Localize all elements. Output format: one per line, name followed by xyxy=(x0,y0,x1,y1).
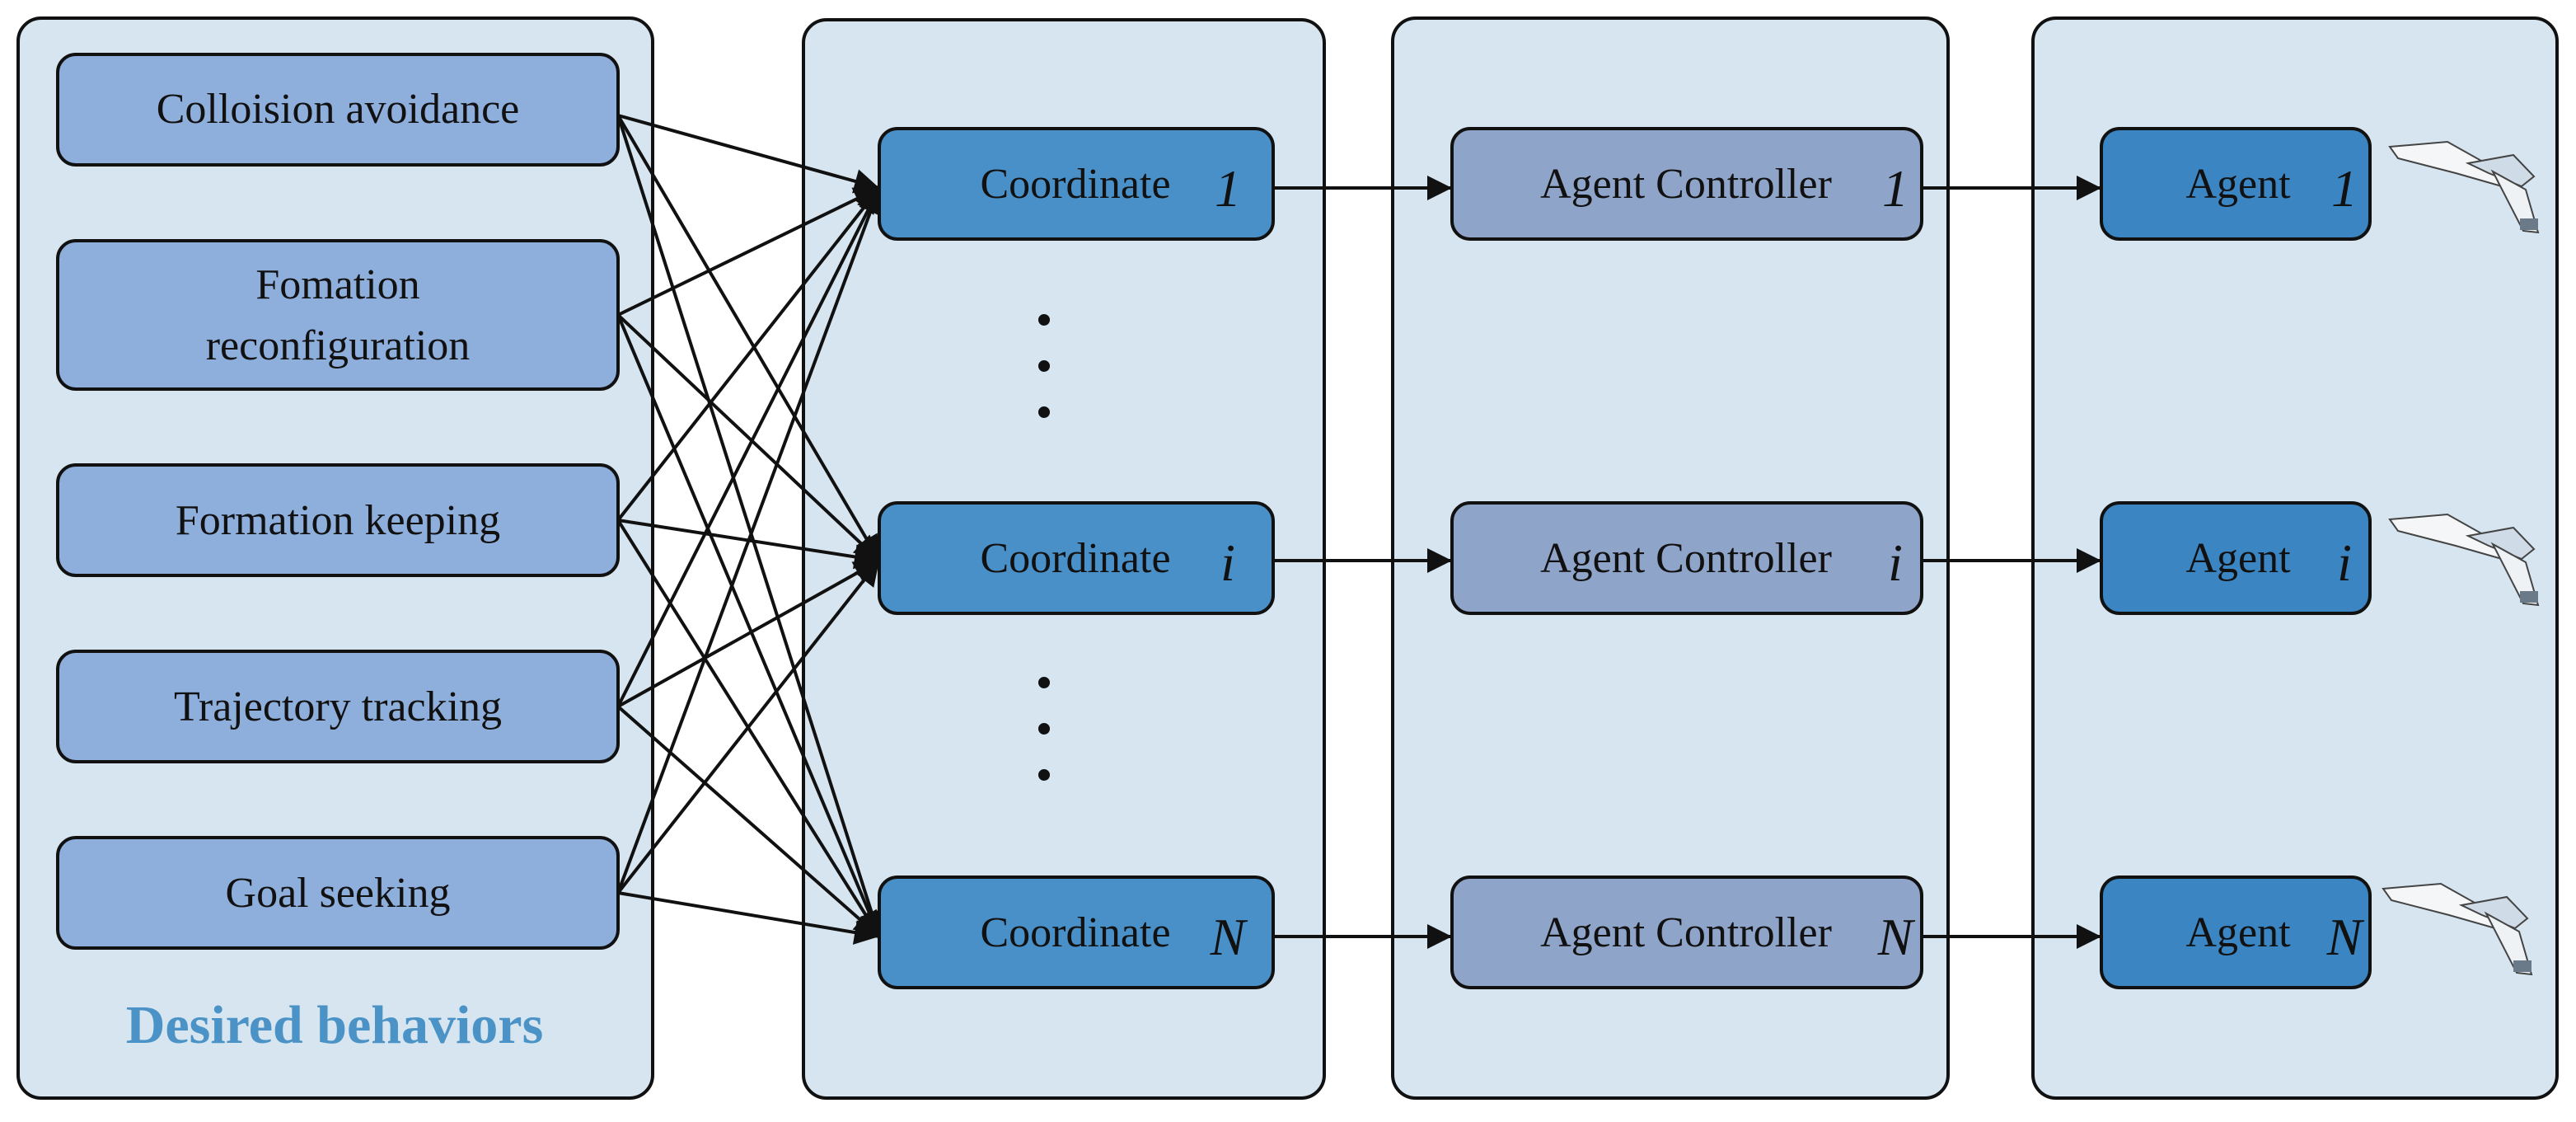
controller-index: 1 xyxy=(1882,159,1909,218)
behavior-label: Goal seeking xyxy=(226,870,451,917)
connection-behavior-4-to-coordinate-2 xyxy=(617,891,880,945)
behavior-trajectory-tracking: Trajectory tracking xyxy=(56,650,620,763)
agent-1: Agent 1 xyxy=(2100,127,2372,241)
coordinate-label: Coordinate xyxy=(980,535,1170,582)
behavior-label: Trajectory tracking xyxy=(174,683,502,730)
behavior-goal-seeking: Goal seeking xyxy=(56,836,620,950)
controller-label: Agent Controller xyxy=(1540,161,1832,208)
connection-behavior-0-to-coordinate-0 xyxy=(617,114,880,194)
connection-behavior-1-to-coordinate-0 xyxy=(617,186,880,317)
connection-behavior-1-to-coordinate-1 xyxy=(616,313,881,562)
coordinate-n: Coordinate N xyxy=(878,876,1275,989)
agent-index: i xyxy=(2337,533,2352,592)
agent-index: N xyxy=(2326,908,2365,966)
connection-behavior-0-to-coordinate-2 xyxy=(616,115,884,937)
connection-behavior-3-to-coordinate-2 xyxy=(616,705,881,938)
agent-label: Agent xyxy=(2185,909,2291,956)
controller-label: Agent Controller xyxy=(1540,535,1832,582)
agent-n: Agent N xyxy=(2100,876,2372,989)
drone-icon xyxy=(2388,140,2540,234)
ellipsis-upper xyxy=(1038,314,1050,418)
behavior-label: Colloision avoidance xyxy=(157,86,519,133)
connection-behavior-3-to-coordinate-0 xyxy=(616,187,881,707)
panel-title-desired-behaviors: Desired behaviors xyxy=(126,995,544,1055)
agent-controller-1: Agent Controller 1 xyxy=(1450,127,1923,241)
agent-controller-i: Agent Controller i xyxy=(1450,501,1923,615)
ellipsis-lower xyxy=(1038,677,1050,781)
stage-arrows xyxy=(1273,176,2101,949)
coordinate-index: i xyxy=(1220,533,1235,592)
connection-behavior-1-to-coordinate-2 xyxy=(616,314,882,937)
drone-icon xyxy=(2382,882,2533,976)
connection-behavior-4-to-coordinate-1 xyxy=(616,559,881,894)
behavior-list: Colloision avoidance Fomation reconfigur… xyxy=(56,53,620,950)
coordinate-label: Coordinate xyxy=(980,161,1170,208)
behavior-label: Formation keeping xyxy=(176,497,500,544)
coordinate-label: Coordinate xyxy=(980,909,1170,956)
controller-label: Agent Controller xyxy=(1540,909,1832,956)
coordinate-i: Coordinate i xyxy=(878,501,1275,615)
coordinate-index: 1 xyxy=(1215,159,1241,218)
behavior-formation-reconfiguration: Fomation reconfiguration xyxy=(56,239,620,391)
agent-label: Agent xyxy=(2185,161,2291,208)
connection-behavior-3-to-coordinate-1 xyxy=(617,559,880,708)
connection-behavior-2-to-coordinate-0 xyxy=(616,186,881,522)
agent-i: Agent i xyxy=(2100,501,2372,615)
connection-behavior-0-to-coordinate-1 xyxy=(616,114,881,562)
coordinate-1: Coordinate 1 xyxy=(878,127,1275,241)
behavior-label-line2: reconfiguration xyxy=(206,322,471,369)
agent-label: Agent xyxy=(2185,535,2291,582)
controller-index: i xyxy=(1888,533,1903,592)
behavior-label: Fomation xyxy=(255,261,419,308)
drone-icon xyxy=(2388,513,2540,607)
behavior-to-coordinate-connections xyxy=(616,114,884,945)
behavior-formation-keeping: Formation keeping xyxy=(56,463,620,577)
agent-controller-n: Agent Controller N xyxy=(1450,876,1923,989)
connection-behavior-4-to-coordinate-0 xyxy=(616,187,883,894)
agent-index: 1 xyxy=(2331,159,2358,218)
behavior-collision-avoidance: Colloision avoidance xyxy=(56,53,620,167)
coordinate-index: N xyxy=(1210,908,1248,966)
controller-index: N xyxy=(1877,908,1916,966)
